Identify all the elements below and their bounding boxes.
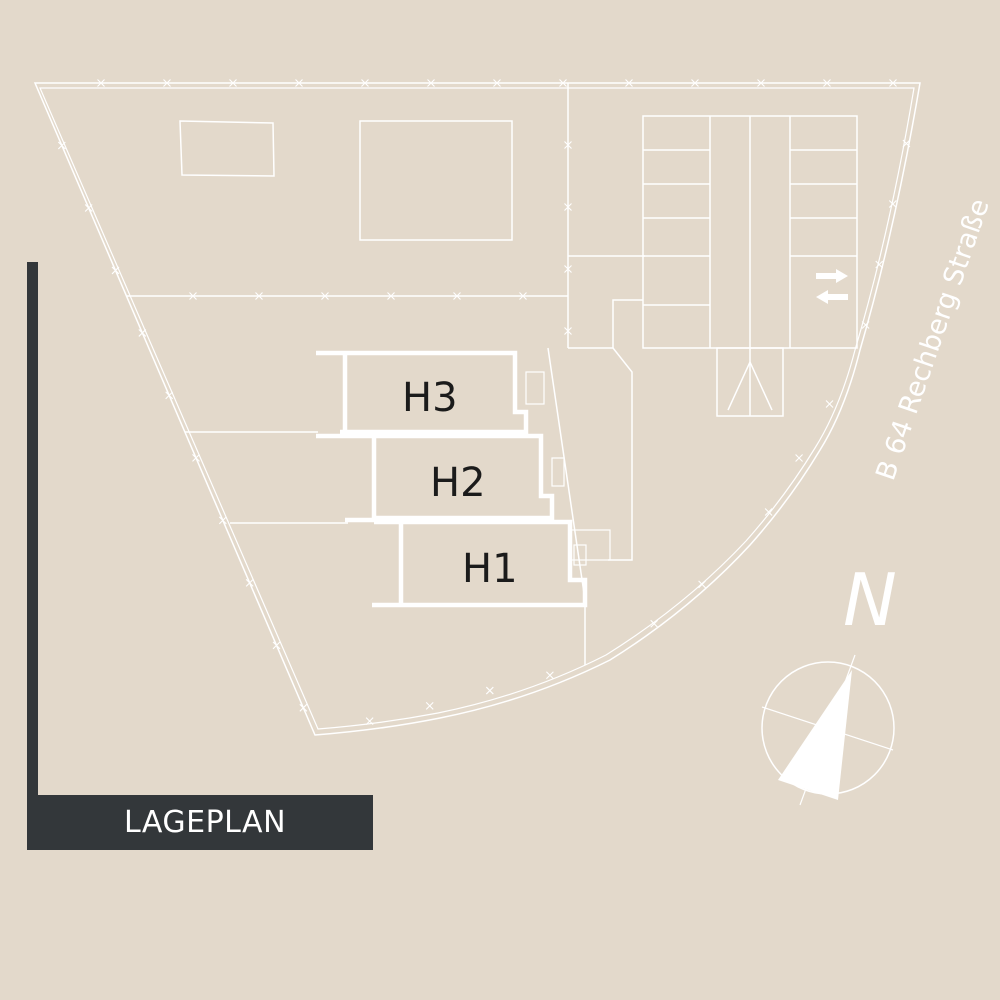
fence-marker [757,79,765,87]
fence-marker [485,686,494,695]
fence-marker [764,508,773,516]
title-accent-bar [27,262,38,850]
fence-marker [691,79,699,87]
building-h2[interactable] [345,433,565,523]
fence-marker [825,400,834,408]
plot-lines [127,83,645,665]
building-label: H2 [430,460,486,506]
fence-marker [295,79,303,87]
fence-marker [493,79,501,87]
fence-marker [902,139,911,148]
fence-marker [559,79,567,87]
courtyard-shapes [179,120,513,241]
fence-marker [163,79,171,87]
fence-marker [823,79,831,87]
fence-marker [138,329,147,337]
building-h3[interactable] [316,350,545,439]
fence-marker [889,79,897,87]
fence-marker [861,321,870,329]
fence-marker [165,391,174,400]
fence-marker [245,578,254,587]
fence-marker [875,260,884,269]
fence-marker [218,516,227,525]
fence-markers [57,79,911,725]
fence-marker [84,204,93,212]
fence-marker [97,79,105,87]
fence-marker [625,79,633,87]
fence-marker [361,79,369,87]
traffic-arrows-icon [816,269,848,304]
building-h1[interactable] [372,519,611,608]
fence-marker [229,79,237,87]
fence-marker [425,701,434,710]
fence-marker [546,671,554,680]
property-boundary [33,82,921,736]
fence-marker [888,200,897,208]
fence-marker [57,141,66,150]
compass-icon [761,654,895,806]
fence-marker [111,266,120,275]
fence-marker [192,454,200,462]
fence-marker [795,454,803,462]
fence-marker [299,703,308,712]
page-title: LAGEPLAN [123,805,287,840]
parking-area [642,115,858,417]
fence-marker [272,641,281,650]
building-label: H1 [462,546,518,592]
building-label: H3 [402,375,458,421]
fence-marker [365,717,374,725]
fence-marker [650,619,659,628]
fence-marker [427,79,435,87]
fence-marker [698,580,706,589]
title-box: LAGEPLAN [27,795,373,850]
north-label: N [843,558,897,642]
